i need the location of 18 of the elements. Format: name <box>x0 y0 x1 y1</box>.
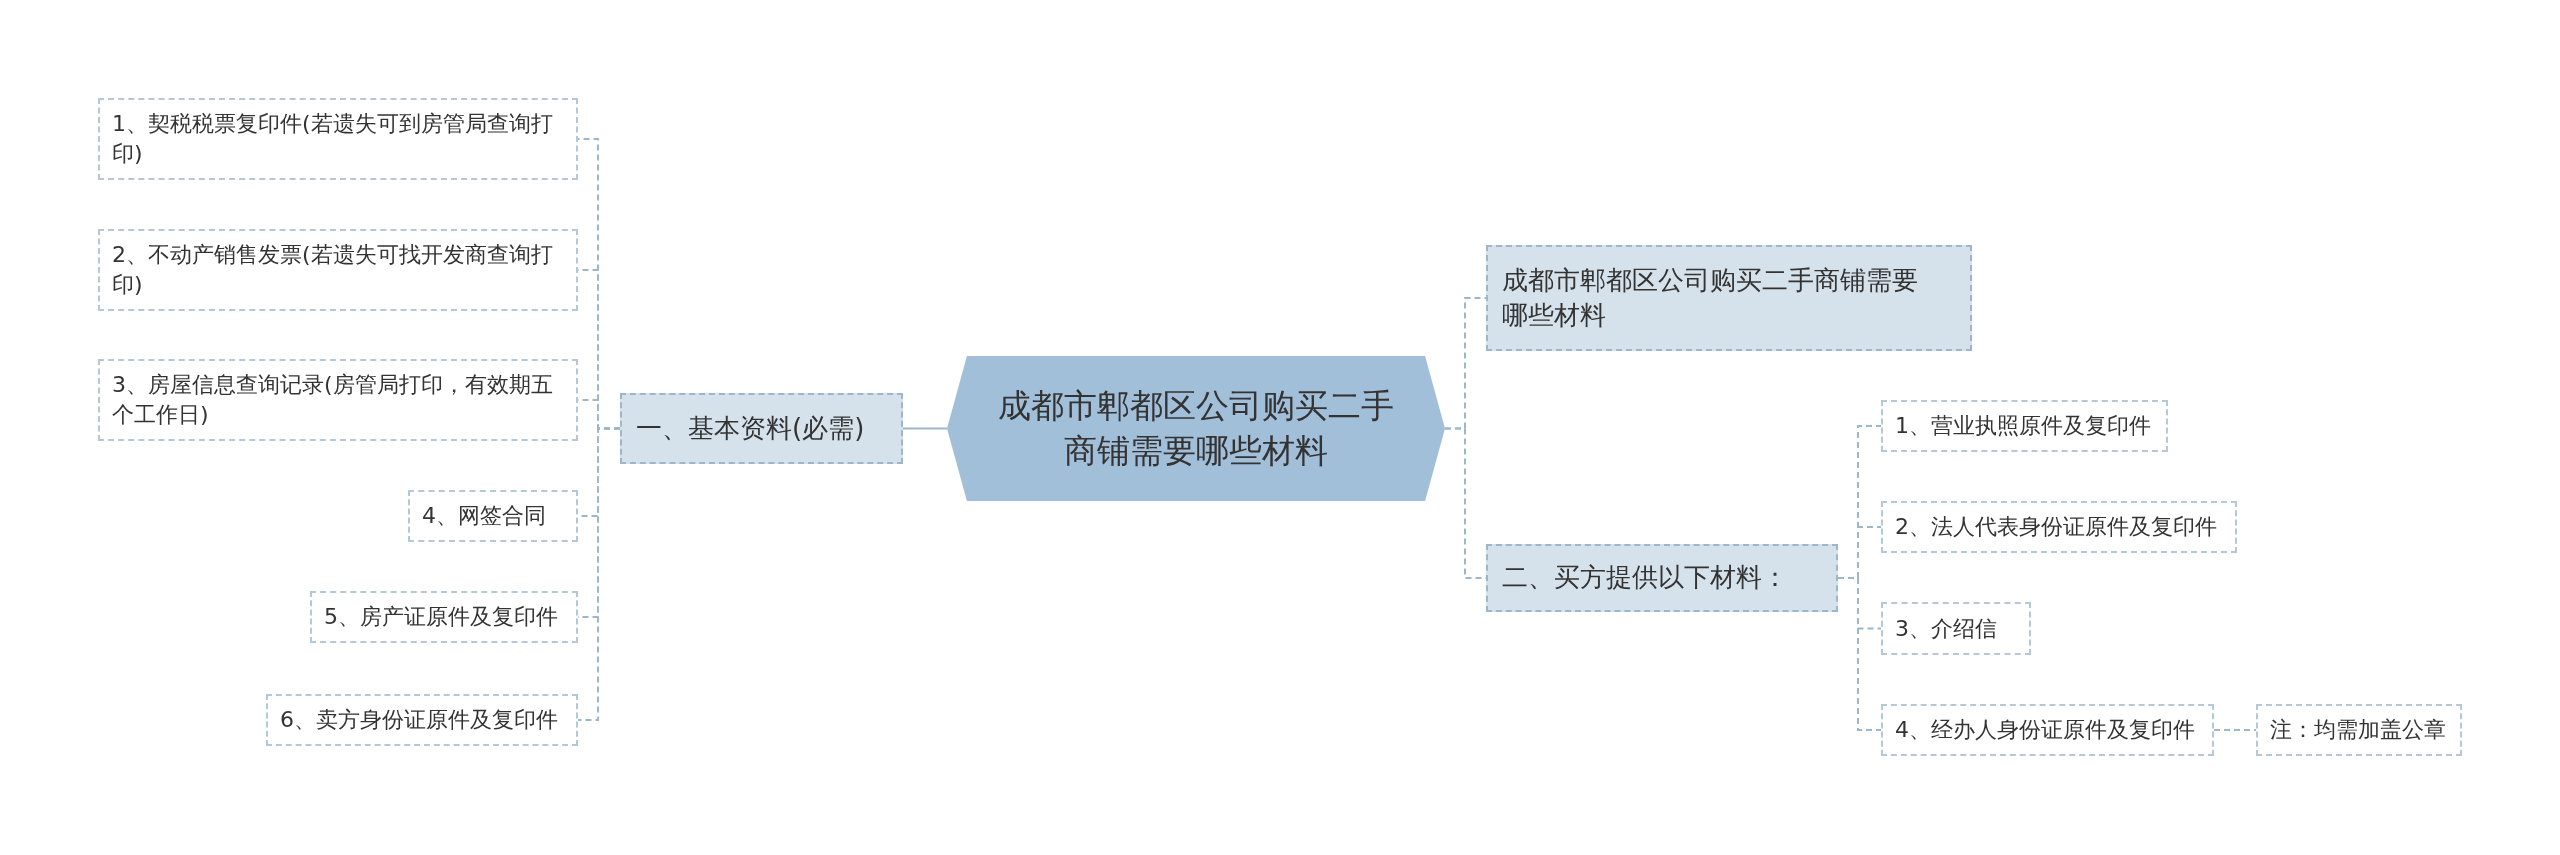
connector-line <box>577 427 621 721</box>
item-box: 6、卖方身份证原件及复印件 <box>266 694 578 746</box>
note-box: 注：均需加盖公章 <box>2256 704 2462 756</box>
item-box: 4、经办人身份证原件及复印件 <box>1881 704 2214 756</box>
item-box: 5、房产证原件及复印件 <box>310 591 578 643</box>
branch-box: 成都市郫都区公司购买二手商铺需要哪些材料 <box>1486 245 1972 351</box>
item-box: 2、不动产销售发票(若遗失可找开发商查询打印) <box>98 229 578 311</box>
item-box: 2、法人代表身份证原件及复印件 <box>1881 501 2237 553</box>
branch-box: 一、基本资料(必需) <box>620 393 903 464</box>
branch-box: 二、买方提供以下材料： <box>1486 544 1838 612</box>
item-box: 4、网签合同 <box>408 490 578 542</box>
connector-line <box>902 427 948 430</box>
item-box: 1、契税税票复印件(若遗失可到房管局查询打印) <box>98 98 578 180</box>
connector-line <box>1837 577 1882 731</box>
item-box: 1、营业执照原件及复印件 <box>1881 400 2168 452</box>
item-box: 3、房屋信息查询记录(房管局打印，有效期五个工作日) <box>98 359 578 441</box>
connector-line <box>2213 729 2257 731</box>
item-box: 3、介绍信 <box>1881 602 2031 655</box>
